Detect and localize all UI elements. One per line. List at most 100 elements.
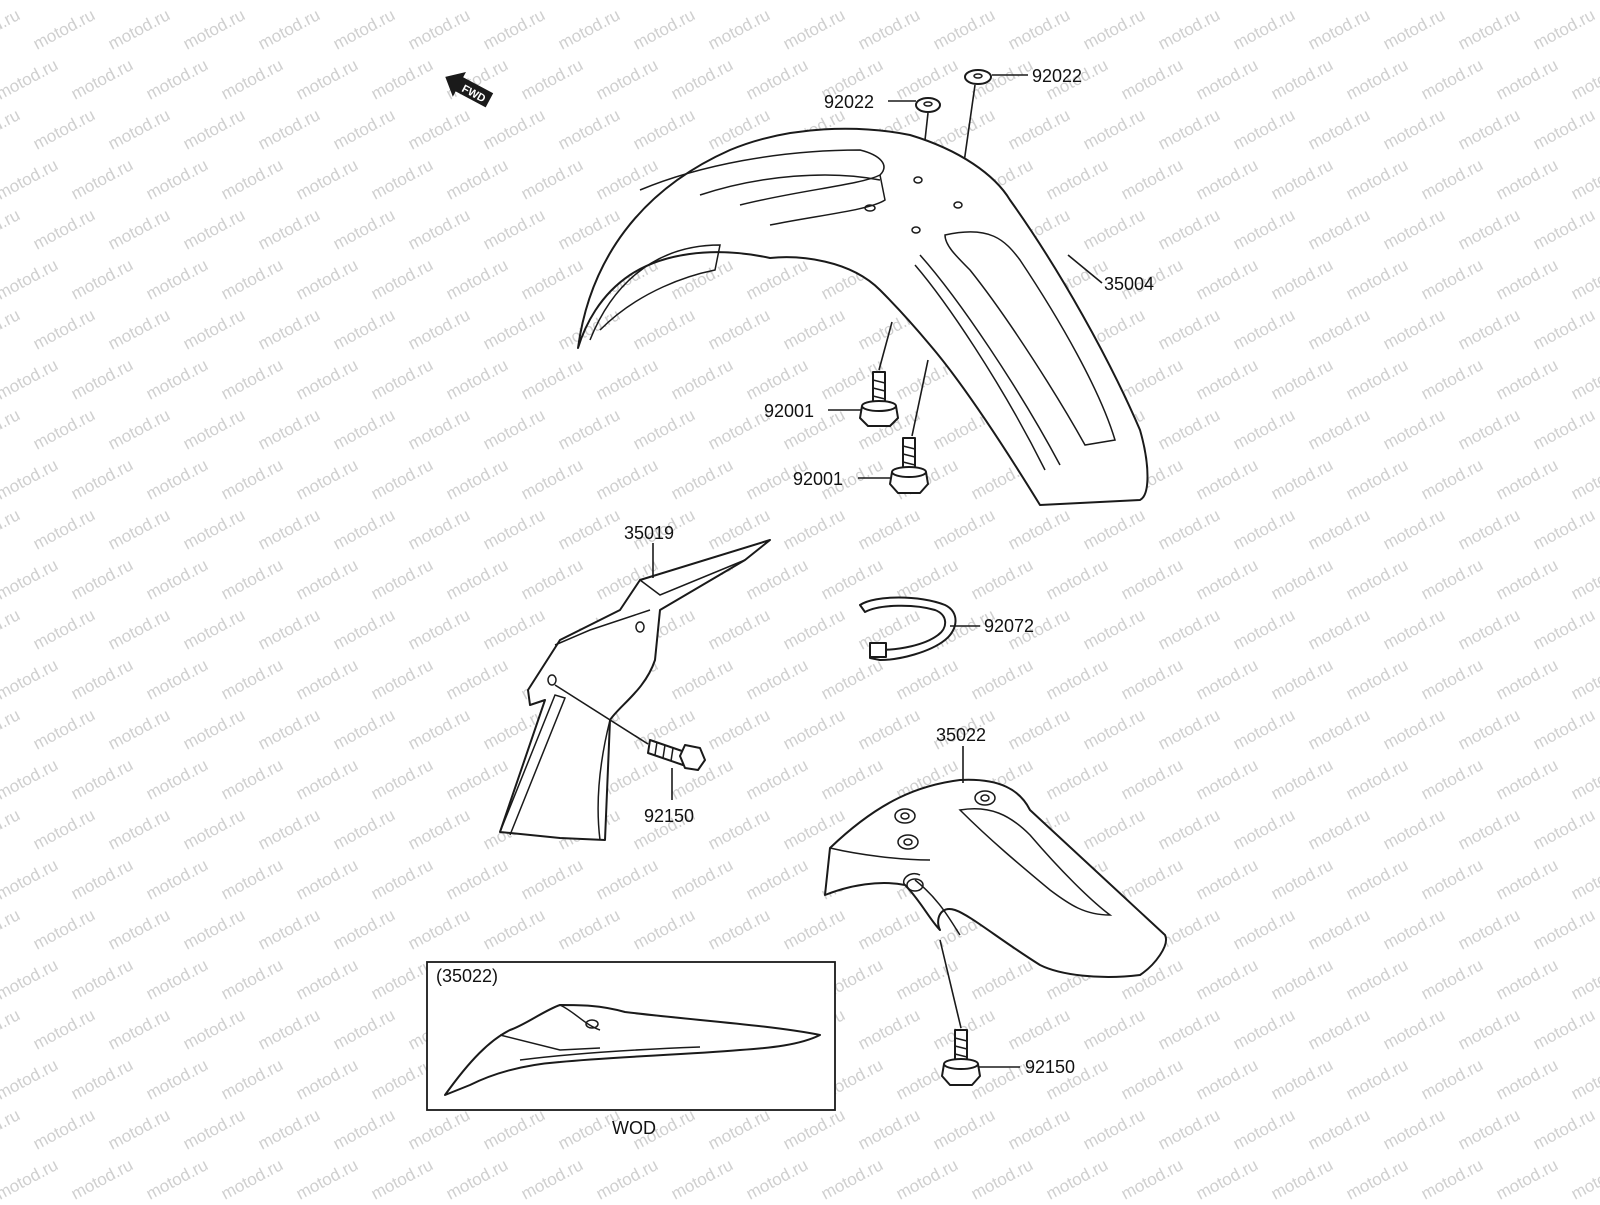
watermark-text: motod.ru	[705, 1105, 773, 1153]
watermark-text: motod.ru	[1230, 705, 1298, 753]
watermark-text: motod.ru	[705, 805, 773, 853]
watermark-text: motod.ru	[443, 855, 511, 903]
watermark-text: motod.ru	[1418, 0, 1486, 4]
watermark-text: motod.ru	[368, 1055, 436, 1103]
watermark-text: motod.ru	[1530, 105, 1598, 153]
watermark-text: motod.ru	[255, 205, 323, 253]
watermark-text: motod.ru	[480, 105, 548, 153]
watermark-text: motod.ru	[105, 1105, 173, 1153]
watermark-text: motod.ru	[893, 955, 961, 1003]
watermark-text: motod.ru	[1493, 455, 1561, 503]
watermark-text: motod.ru	[405, 705, 473, 753]
watermark-text: motod.ru	[1118, 155, 1186, 203]
watermark-text: motod.ru	[518, 55, 586, 103]
watermark-text: motod.ru	[743, 255, 811, 303]
watermark-text: motod.ru	[368, 655, 436, 703]
watermark-text: motod.ru	[743, 1155, 811, 1200]
watermark-text: motod.ru	[218, 155, 286, 203]
watermark-text: motod.ru	[293, 0, 361, 4]
watermark-text: motod.ru	[1305, 505, 1373, 553]
watermark-text: motod.ru	[743, 0, 811, 4]
rear-fender-35022	[824, 778, 1167, 978]
watermark-text: motod.ru	[330, 205, 398, 253]
watermark-text: motod.ru	[1268, 55, 1336, 103]
watermark-text: motod.ru	[405, 5, 473, 53]
callout-92150-bracket: 92150	[644, 806, 694, 826]
watermark-text: motod.ru	[855, 1105, 923, 1153]
watermark-text: motod.ru	[218, 0, 286, 4]
watermark-text: motod.ru	[218, 1155, 286, 1200]
watermark-text: motod.ru	[630, 5, 698, 53]
bolt-92150-bracket	[554, 684, 706, 800]
callout-92022-left: 92022	[824, 92, 874, 112]
watermark-text: motod.ru	[1418, 655, 1486, 703]
watermark-text: motod.ru	[293, 755, 361, 803]
watermark-text: motod.ru	[1568, 1055, 1600, 1103]
watermark-text: motod.ru	[255, 805, 323, 853]
watermark-text: motod.ru	[218, 55, 286, 103]
watermark-text: motod.ru	[1530, 705, 1598, 753]
watermark-text: motod.ru	[593, 455, 661, 503]
watermark-text: motod.ru	[330, 305, 398, 353]
watermark-text: motod.ru	[1530, 605, 1598, 653]
watermark-text: motod.ru	[668, 655, 736, 703]
watermark-text: motod.ru	[1005, 105, 1073, 153]
watermark-text: motod.ru	[0, 1155, 61, 1200]
watermark-text: motod.ru	[1155, 5, 1223, 53]
watermark-text: motod.ru	[1418, 455, 1486, 503]
watermark-text: motod.ru	[330, 505, 398, 553]
watermark-text: motod.ru	[705, 605, 773, 653]
watermark-text: motod.ru	[1343, 355, 1411, 403]
watermark-text: motod.ru	[668, 855, 736, 903]
watermark-text: motod.ru	[293, 455, 361, 503]
watermark-text: motod.ru	[1230, 405, 1298, 453]
watermark-text: motod.ru	[1080, 705, 1148, 753]
watermark-text: motod.ru	[1005, 5, 1073, 53]
watermark-text: motod.ru	[143, 555, 211, 603]
watermark-text: motod.ru	[105, 605, 173, 653]
watermark-text: motod.ru	[1043, 755, 1111, 803]
watermark-text: motod.ru	[743, 755, 811, 803]
watermark-text: motod.ru	[555, 105, 623, 153]
watermark-text: motod.ru	[293, 1055, 361, 1103]
watermark-text: motod.ru	[1268, 1055, 1336, 1103]
watermark-text: motod.ru	[1568, 455, 1600, 503]
watermark-text: motod.ru	[1455, 5, 1523, 53]
watermark-text: motod.ru	[1193, 155, 1261, 203]
watermark-text: motod.ru	[180, 205, 248, 253]
watermark-text: motod.ru	[143, 1055, 211, 1103]
watermark-text: motod.ru	[1568, 1155, 1600, 1200]
watermark-text: motod.ru	[180, 605, 248, 653]
watermark-text: motod.ru	[668, 455, 736, 503]
watermark-text: motod.ru	[0, 555, 61, 603]
watermark-text: motod.ru	[1193, 1155, 1261, 1200]
watermark-text: motod.ru	[893, 655, 961, 703]
watermark-text: motod.ru	[780, 705, 848, 753]
watermark-text: motod.ru	[518, 455, 586, 503]
watermark-text: motod.ru	[593, 55, 661, 103]
watermark-text: motod.ru	[630, 905, 698, 953]
watermark-text: motod.ru	[1455, 905, 1523, 953]
watermark-text: motod.ru	[0, 5, 23, 53]
watermark-text: motod.ru	[368, 255, 436, 303]
watermark-text: motod.ru	[1043, 0, 1111, 4]
watermark-text: motod.ru	[1455, 705, 1523, 753]
watermark-text: motod.ru	[1305, 205, 1373, 253]
watermark-text: motod.ru	[1043, 155, 1111, 203]
watermark-text: motod.ru	[480, 605, 548, 653]
watermark-text: motod.ru	[1118, 355, 1186, 403]
watermark-text: motod.ru	[1530, 405, 1598, 453]
watermark-text: motod.ru	[780, 905, 848, 953]
watermark-text: motod.ru	[555, 905, 623, 953]
watermark-text: motod.ru	[1305, 405, 1373, 453]
watermark-text: motod.ru	[1230, 605, 1298, 653]
callout-92001-upper: 92001	[764, 401, 814, 421]
watermark-text: motod.ru	[1343, 955, 1411, 1003]
watermark-text: motod.ru	[1155, 305, 1223, 353]
watermark-text: motod.ru	[443, 1155, 511, 1200]
watermark-text: motod.ru	[143, 55, 211, 103]
watermark-text: motod.ru	[1080, 205, 1148, 253]
watermark-text: motod.ru	[218, 855, 286, 903]
watermark-text: motod.ru	[1380, 1005, 1448, 1053]
